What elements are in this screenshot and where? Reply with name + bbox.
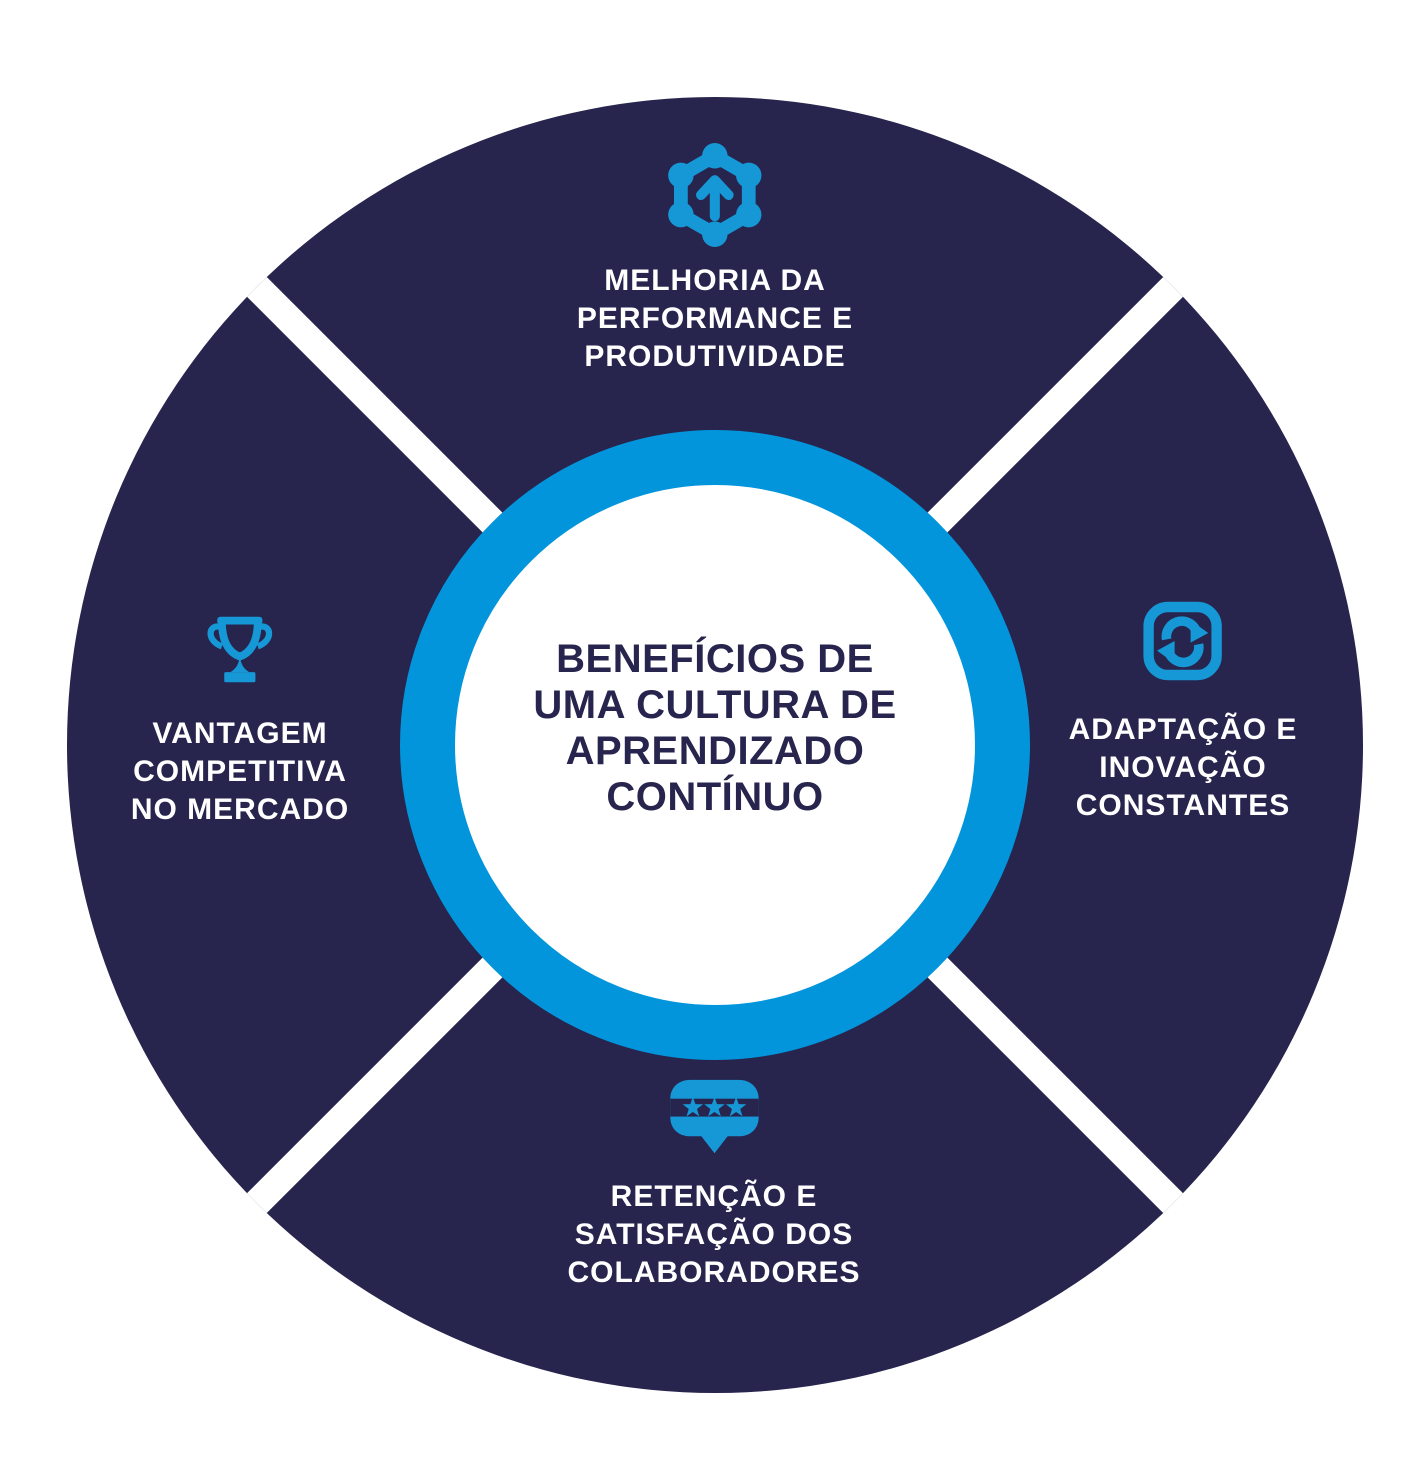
label-line: COLABORADORES: [567, 1256, 861, 1289]
title-line: UMA CULTURA DE: [533, 683, 897, 727]
title-line: BENEFÍCIOS DE: [556, 637, 874, 681]
quadrant-top-performance: MELHORIA DA PERFORMANCE E PRODUTIVIDADE: [577, 142, 853, 376]
quadrant-bottom-retention: RETENÇÃO E SATISFAÇÃO DOS COLABORADORES: [567, 1077, 860, 1292]
label-line: RETENÇÃO E: [610, 1180, 818, 1213]
quadrant-left-label: VANTAGEM COMPETITIVA NO MERCADO: [131, 715, 349, 829]
label-line: COMPETITIVA: [133, 755, 347, 788]
stars-review-bubble-icon: [669, 1079, 759, 1154]
label-line: SATISFAÇÃO DOS: [574, 1218, 854, 1251]
title-line: APRENDIZADO: [565, 729, 865, 773]
label-line: INOVAÇÃO: [1099, 751, 1267, 784]
label-line: VANTAGEM: [152, 717, 328, 750]
quadrant-right-adaptation: ADAPTAÇÃO E INOVAÇÃO CONSTANTES: [1069, 601, 1298, 825]
title-line: CONTÍNUO: [606, 775, 824, 819]
quadrant-top-label: MELHORIA DA PERFORMANCE E PRODUTIVIDADE: [577, 262, 853, 376]
sync-arrows-icon: [1143, 601, 1223, 681]
performance-gear-up-icon: [668, 143, 762, 247]
center-badge: BENEFÍCIOS DE UMA CULTURA DE APRENDIZADO…: [400, 430, 1030, 1060]
label-line: MELHORIA DA: [604, 264, 826, 297]
quadrant-bottom-label: RETENÇÃO E SATISFAÇÃO DOS COLABORADORES: [567, 1178, 860, 1292]
label-line: PERFORMANCE E: [576, 302, 854, 335]
trophy-icon: [207, 616, 273, 683]
center-title: BENEFÍCIOS DE UMA CULTURA DE APRENDIZADO…: [533, 636, 896, 820]
quadrant-left-advantage: VANTAGEM COMPETITIVA NO MERCADO: [131, 612, 349, 829]
label-line: ADAPTAÇÃO E: [1068, 713, 1298, 746]
label-line: NO MERCADO: [130, 793, 350, 826]
label-line: PRODUTIVIDADE: [584, 340, 846, 373]
label-line: CONSTANTES: [1075, 789, 1291, 822]
quadrant-right-label: ADAPTAÇÃO E INOVAÇÃO CONSTANTES: [1069, 711, 1298, 825]
